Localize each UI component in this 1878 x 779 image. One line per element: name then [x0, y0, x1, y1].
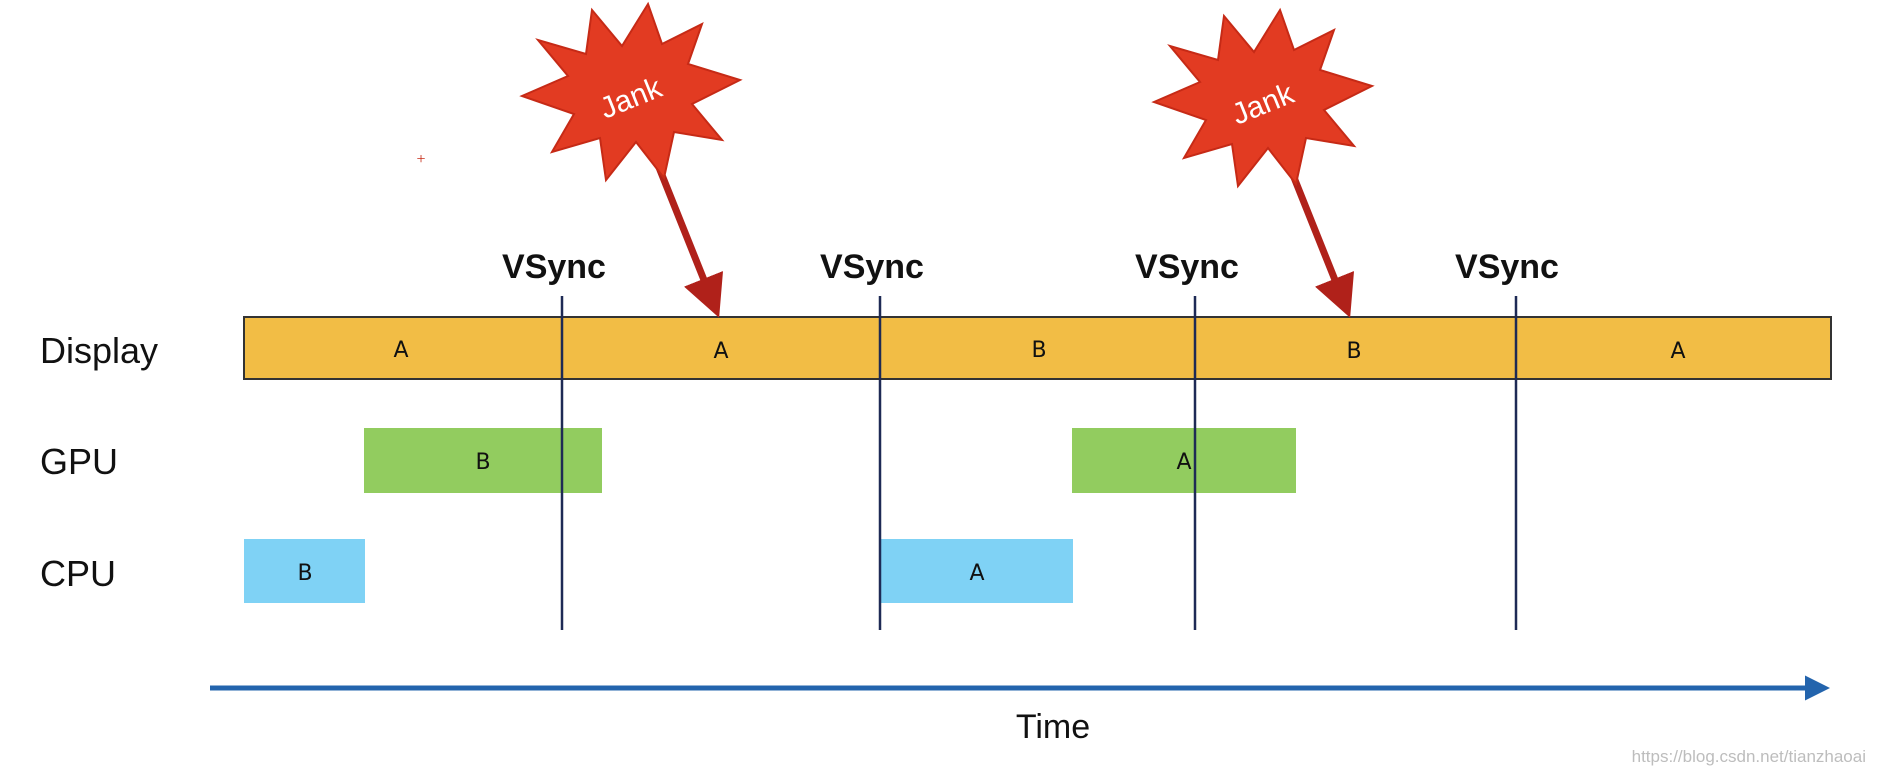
gpu-block-label: B — [475, 450, 490, 475]
gpu-block-label: A — [1176, 450, 1191, 475]
vsync-label: VSync — [502, 248, 606, 286]
cpu-block-label: B — [297, 561, 312, 586]
row-label-cpu: CPU — [40, 553, 116, 594]
display-frame-label: A — [713, 339, 728, 364]
jank-burst: Jank — [1151, 7, 1375, 189]
display-bar — [243, 316, 1832, 380]
row-label-gpu: GPU — [40, 441, 118, 482]
display-frame-label: B — [1031, 338, 1046, 363]
jank-burst: Jank — [519, 1, 743, 183]
display-frame-label: A — [393, 338, 408, 363]
time-axis-label: Time — [1016, 708, 1090, 746]
cpu-block — [244, 539, 365, 603]
display-frame-label: B — [1346, 339, 1361, 364]
vsync-label: VSync — [1135, 248, 1239, 286]
watermark: https://blog.csdn.net/tianzhaoai — [1632, 747, 1866, 766]
gpu-block — [1072, 428, 1296, 493]
plus-mark-icon: + — [416, 151, 425, 168]
vsync-label: VSync — [1455, 248, 1559, 286]
cpu-block-label: A — [969, 561, 984, 586]
row-label-display: Display — [40, 330, 158, 371]
vsync-label: VSync — [820, 248, 924, 286]
display-frame-label: A — [1670, 339, 1685, 364]
cpu-block — [880, 539, 1073, 603]
